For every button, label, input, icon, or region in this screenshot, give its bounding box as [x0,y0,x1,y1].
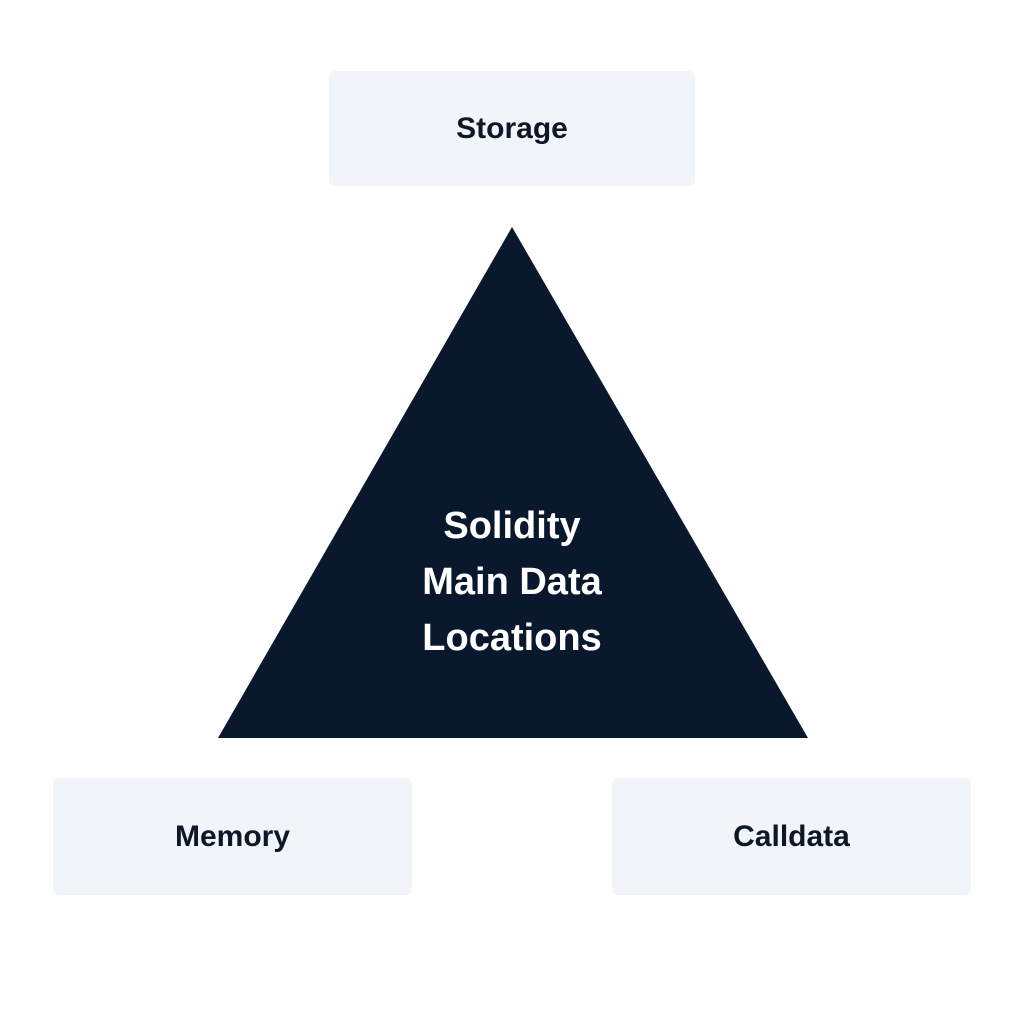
calldata-label: Calldata [733,819,850,853]
triangle-label-line-1: Solidity [443,505,581,547]
memory-label: Memory [174,819,291,853]
memory-box: Memory [53,778,412,895]
storage-box: Storage [329,71,695,186]
central-triangle [218,227,808,738]
triangle-label: Solidity Main Data Locations [362,498,662,666]
storage-label: Storage [456,111,568,145]
triangle-label-line-2: Main Data [422,561,602,603]
triangle-label-line-3: Locations [422,617,602,659]
calldata-box: Calldata [612,778,971,895]
